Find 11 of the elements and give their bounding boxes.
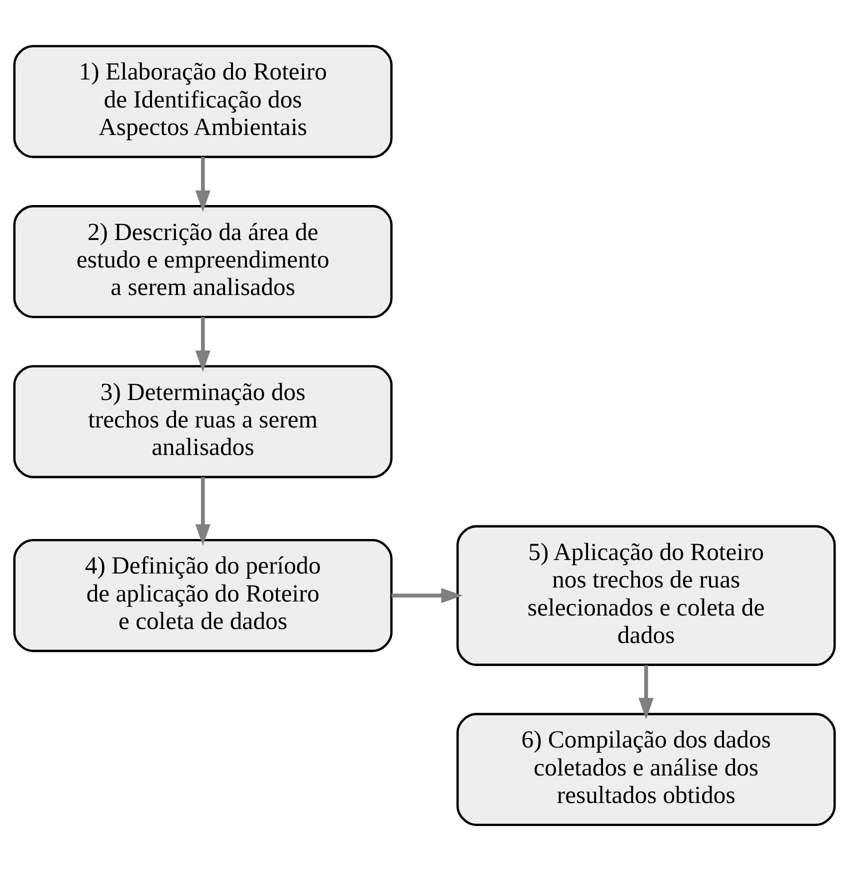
node-box: 2) Descrição da área de estudo e empreendimento a serem analisados [13, 205, 393, 318]
node-box: 1) Elaboração do Roteiro de Identificação dos Aspectos Ambientais [13, 45, 393, 158]
node-box: 3) Determinação dos trechos de ruas a serem analisados [13, 365, 393, 478]
node-box: 4) Definição do período de aplicação do Roteiro e coleta de dados [13, 539, 393, 652]
node-box: 5) Aplicação do Roteiro nos trechos de ruas selecionados e coleta de dados [456, 525, 836, 666]
node-box: 6) Compilação dos dados coletados e análise dos resultados obtidos [456, 712, 836, 826]
arrow [195, 317, 210, 372]
arrow [195, 157, 210, 212]
arrow [638, 665, 654, 720]
arrow [392, 588, 463, 604]
arrow [195, 477, 210, 546]
